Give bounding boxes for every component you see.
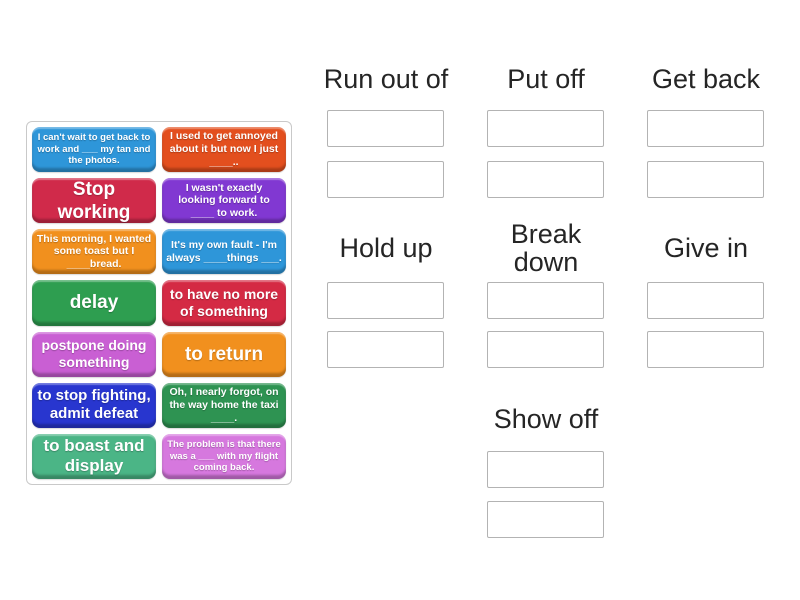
word-card[interactable]: Stop working (32, 178, 156, 224)
group-get-back: Get back (626, 55, 786, 205)
drop-slot-break-down-2[interactable] (487, 331, 604, 368)
group-title-break-down: Break down (510, 218, 582, 277)
word-card[interactable]: postpone doing something (32, 331, 156, 377)
group-run-out-of: Run out of (306, 55, 466, 205)
group-title-get-back: Get back (651, 63, 761, 94)
drop-slot-give-in-2[interactable] (647, 331, 764, 368)
group-put-off: Put off (466, 55, 626, 205)
group-give-in: Give in (626, 222, 786, 372)
drop-slot-put-off-2[interactable] (487, 161, 604, 198)
word-card[interactable]: Oh, I nearly forgot, on the way home the… (162, 382, 286, 428)
drop-slot-show-off-2[interactable] (487, 501, 604, 538)
group-show-off: Show off (466, 398, 626, 543)
word-card[interactable]: I used to get annoyed about it but now I… (162, 127, 286, 173)
drop-slot-put-off-1[interactable] (487, 110, 604, 147)
group-title-give-in: Give in (663, 232, 749, 263)
group-hold-up: Hold up (306, 222, 466, 372)
word-card[interactable]: to stop fighting, admit defeat (32, 382, 156, 428)
drop-slot-hold-up-2[interactable] (327, 331, 444, 368)
drop-slot-show-off-1[interactable] (487, 451, 604, 488)
group-title-hold-up: Hold up (339, 232, 433, 263)
word-card[interactable]: It's my own fault - I'm always ____thing… (162, 229, 286, 275)
drop-slot-run-out-of-2[interactable] (327, 161, 444, 198)
word-card[interactable]: The problem is that there was a ___ with… (162, 433, 286, 479)
group-title-show-off: Show off (493, 403, 599, 434)
word-card[interactable]: delay (32, 280, 156, 326)
drop-slot-run-out-of-1[interactable] (327, 110, 444, 147)
group-title-run-out-of: Run out of (323, 63, 449, 94)
drop-slot-get-back-1[interactable] (647, 110, 764, 147)
word-card[interactable]: I can't wait to get back to work and ___… (32, 127, 156, 173)
word-card[interactable]: to return (162, 331, 286, 377)
word-card[interactable]: to boast and display (32, 433, 156, 479)
drop-slot-break-down-1[interactable] (487, 282, 604, 319)
drop-slot-give-in-1[interactable] (647, 282, 764, 319)
group-break-down: Break down (466, 218, 626, 372)
word-card[interactable]: This morning, I wanted some toast but I … (32, 229, 156, 275)
group-title-put-off: Put off (507, 63, 585, 94)
drop-slot-get-back-2[interactable] (647, 161, 764, 198)
word-card[interactable]: I wasn't exactly looking forward to ____… (162, 178, 286, 224)
drop-slot-hold-up-1[interactable] (327, 282, 444, 319)
word-card[interactable]: to have no more of something (162, 280, 286, 326)
word-cards-panel: I can't wait to get back to work and ___… (26, 121, 292, 485)
